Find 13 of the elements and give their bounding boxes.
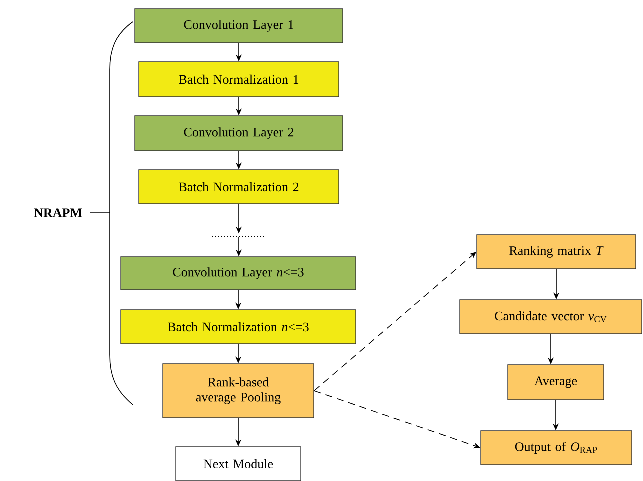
layer-box: Convolution Layer 2 [134, 116, 344, 152]
process-box: Candidate vector v$_{CV}$ [460, 300, 642, 334]
layer-box: Convolution Layer 1 [134, 8, 344, 44]
process-box: Output of O$_{RAP}$ [480, 430, 632, 466]
process-box: Average [508, 364, 604, 400]
layer-box: Convolution Layer n<=3 [120, 256, 356, 290]
layer-box: Batch Normalization 2 [138, 170, 340, 204]
group-label: NRAPM [34, 208, 82, 218]
process-box: Ranking matrix T [476, 234, 636, 270]
layer-box: Batch Normalization n<=3 [120, 310, 356, 344]
process-box: Rank-based average Pooling [162, 364, 314, 418]
layer-box: Batch Normalization 1 [138, 62, 340, 98]
process-box: Next Module [176, 446, 302, 481]
